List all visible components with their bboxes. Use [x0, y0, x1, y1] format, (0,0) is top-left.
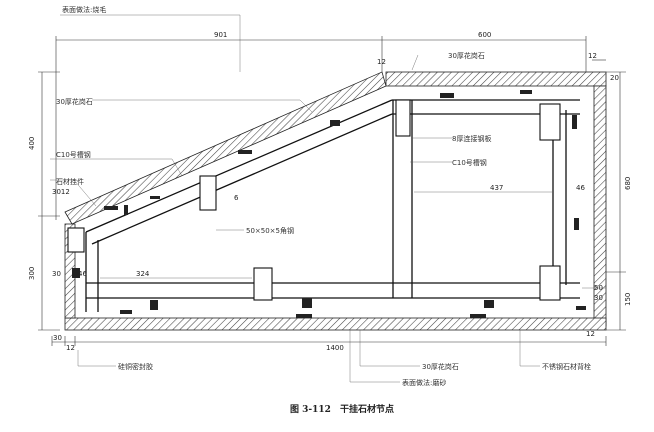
figure-caption: 图 3-112 干挂石材节点: [290, 403, 394, 415]
dim-30-bottom: 30: [53, 334, 62, 342]
dim-1400: 1400: [326, 344, 344, 352]
dim-12-bottom: 12: [66, 344, 75, 352]
dim-300: 300: [28, 267, 36, 280]
label-channel-mid: C10号槽钢: [452, 158, 487, 167]
dim-437: 437: [490, 184, 503, 192]
label-plate: 8厚连接钢板: [452, 134, 491, 143]
dim-400: 400: [28, 137, 36, 150]
dim-901: 901: [214, 31, 227, 39]
stone-hangers: [72, 90, 586, 318]
dim-30-left: 30: [52, 270, 61, 278]
granite-cladding: [64, 71, 607, 331]
label-sealant: 硅铜密封胶: [118, 362, 153, 371]
caption-title: 干挂石材节点: [340, 403, 394, 415]
dim-600: 600: [478, 31, 491, 39]
dimension-lines: [38, 14, 626, 383]
dim-150: 150: [624, 293, 632, 306]
dim-324: 324: [136, 270, 150, 278]
dim-680: 680: [624, 177, 632, 190]
label-granite-bottom: 30厚花岗石: [422, 362, 459, 371]
label-channel-left: C10号槽钢: [56, 150, 91, 159]
dim-20: 20: [610, 74, 619, 82]
label-bottom-finish: 表面做法:磨砂: [402, 378, 446, 387]
label-granite-top-right: 30厚花岗石: [448, 51, 485, 60]
dim-3012: 3012: [52, 188, 70, 196]
label-angle-steel: 50×50×5角钢: [246, 226, 294, 235]
label-granite-top-left: 30厚花岗石: [56, 97, 93, 106]
label-back-bolt: 不锈钢石材背栓: [542, 362, 591, 371]
caption-figure-no: 图 3-112: [290, 404, 331, 415]
dim-12-top-left: 12: [377, 58, 386, 66]
dim-46-left: 46: [78, 270, 87, 278]
label-stone-hanger: 石材挂件: [56, 177, 84, 186]
dim-46-right: 46: [576, 184, 585, 192]
steel-frame: [85, 99, 580, 312]
channel-sections: [67, 99, 561, 301]
dim-50: 50: [594, 284, 603, 292]
dim-12-top-right: 12: [588, 52, 597, 60]
label-top-finish: 表面做法:烧毛: [62, 5, 106, 14]
dim-30-right: 30: [594, 294, 603, 302]
dim-12-bottom-right: 12: [586, 330, 595, 338]
dim-6: 6: [234, 194, 239, 202]
